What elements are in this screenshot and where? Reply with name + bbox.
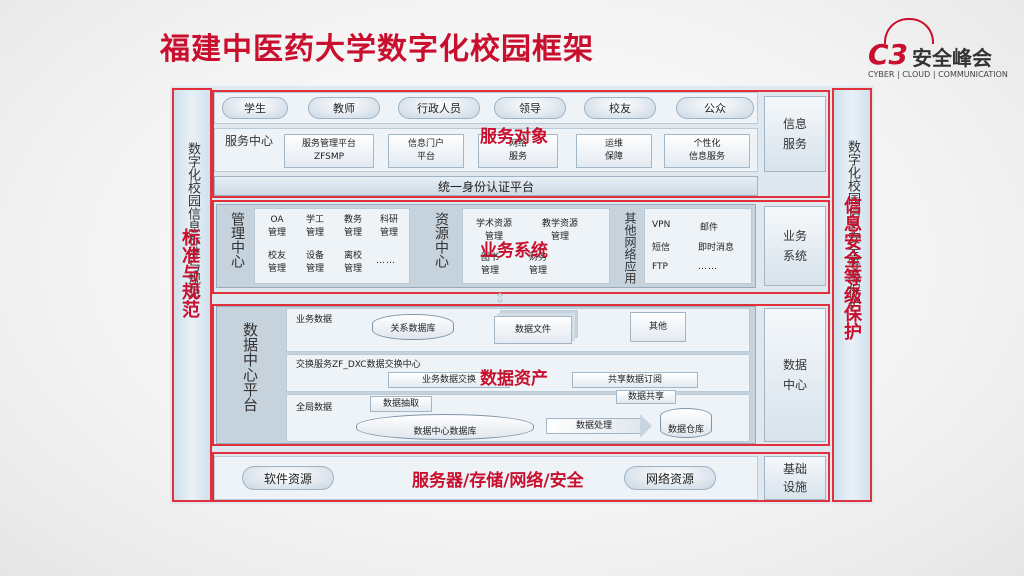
service-item-personal: 个性化 信息服务: [664, 134, 750, 168]
arrow-right-icon: [640, 414, 652, 438]
resource-item-teaching: 教学资源 管理: [541, 219, 578, 242]
other-apps-box: [644, 208, 752, 284]
overlay-service-targets: 服务对象: [480, 127, 548, 147]
target-leader: 领导: [494, 97, 566, 119]
target-teacher: 教师: [308, 97, 380, 119]
target-student: 学生: [222, 97, 288, 119]
other-apps-label: 其他网络应用: [623, 212, 637, 284]
mgmt-item-oa: OA 管理: [267, 215, 286, 238]
mgmt-item-research: 科研 管理: [379, 215, 398, 238]
left-pillar-overlay: 标准与规范: [179, 228, 200, 318]
data-center-label: 数据中心平台: [241, 322, 259, 412]
logo-name: 安全峰会: [912, 46, 992, 70]
infrastructure-section-outline: [212, 452, 830, 502]
data-files: 数据文件: [494, 316, 572, 344]
other-item-sms: 短信: [652, 243, 671, 253]
right-pillar-label: 数字化校园信息安全等级保护: [845, 140, 860, 309]
resource-item-finance: 财务 管理: [528, 253, 547, 276]
side-label-infrastructure: 基础 设施: [764, 456, 826, 500]
service-item-portal: 信息门户 平台: [388, 134, 464, 168]
mgmt-item-academic: 教务 管理: [343, 215, 362, 238]
auth-platform-bar: 统一身份认证平台: [214, 176, 758, 196]
mgmt-center-box: [254, 208, 410, 284]
mgmt-item-leaving: 离校 管理: [343, 251, 362, 274]
other-item-ftp: FTP: [652, 262, 668, 272]
logo-tagline: CYBER | CLOUD | COMMUNICATION: [868, 70, 1008, 79]
logo: C3 安全峰会 CYBER | CLOUD | COMMUNICATION: [862, 18, 1012, 82]
global-data-label: 全局数据: [296, 403, 333, 413]
business-data-label: 业务数据: [296, 315, 333, 325]
target-alumni: 校友: [584, 97, 656, 119]
right-pillar-overlay: 信息安全等级保护: [841, 196, 862, 340]
network-resources: 网络资源: [624, 466, 716, 490]
data-extraction: 数据抽取: [370, 396, 432, 412]
data-other: 其他: [630, 312, 686, 342]
resource-center-box: [462, 208, 610, 284]
service-item-network: 网络 服务: [478, 134, 558, 168]
service-targets-band: [214, 92, 758, 124]
business-data-exchange: 业务数据交换: [388, 372, 510, 388]
service-item-ops: 运维 保障: [576, 134, 652, 168]
shared-data-subscription: 共享数据订阅: [572, 372, 698, 388]
data-section-outline: [212, 304, 830, 446]
data-warehouse: 数据仓库: [660, 408, 712, 438]
software-resources: 软件资源: [242, 466, 334, 490]
side-label-info-service: 信息 服务: [764, 96, 826, 172]
other-more: ……: [698, 262, 718, 272]
service-item-smp: 服务管理平台 ZFSMP: [284, 134, 374, 168]
service-center-label: 服务中心: [224, 134, 273, 148]
mgmt-center-label: 管理中心: [229, 212, 245, 268]
data-processing-arrow: 数据处理: [546, 418, 642, 434]
other-item-mail: 邮件: [700, 223, 719, 233]
side-label-business: 业务 系统: [764, 206, 826, 286]
overlay-infrastructure: 服务器/存储/网络/安全: [412, 471, 584, 491]
exchange-label: 交换服务ZF_DXC数据交换中心: [296, 360, 421, 370]
resource-item-library: 图书 管理: [480, 253, 499, 276]
logo-mark: C3: [868, 38, 909, 71]
mgmt-more: ……: [376, 256, 396, 266]
up-down-arrow-icon: ⇕: [494, 291, 506, 307]
relational-db: 关系数据库: [372, 314, 454, 340]
right-pillar: 数字化校园信息安全等级保护: [832, 88, 872, 502]
left-pillar-label: 数字化校园信息标准与规范: [185, 142, 200, 298]
data-sharing: 数据共享: [616, 390, 676, 404]
mgmt-item-student: 学工 管理: [305, 215, 324, 238]
business-section-outline: [212, 200, 830, 294]
resource-item-academic: 学术资源 管理: [475, 219, 512, 242]
center-database: 数据中心数据库: [356, 414, 534, 440]
resource-center-label: 资源中心: [433, 212, 449, 268]
other-item-im: 即时消息: [698, 243, 735, 253]
page-title: 福建中医药大学数字化校园框架: [160, 32, 594, 67]
service-section-outline: [212, 90, 830, 198]
overlay-data-assets: 数据资产: [480, 369, 548, 389]
left-pillar: 数字化校园信息标准与规范: [172, 88, 212, 502]
overlay-business-systems: 业务系统: [480, 241, 548, 261]
other-item-vpn: VPN: [652, 220, 671, 230]
target-admin-staff: 行政人员: [398, 97, 480, 119]
mgmt-item-alumni: 校友 管理: [267, 251, 286, 274]
side-label-data-center: 数据 中心: [764, 308, 826, 442]
mgmt-item-equipment: 设备 管理: [305, 251, 324, 274]
target-public: 公众: [676, 97, 754, 119]
